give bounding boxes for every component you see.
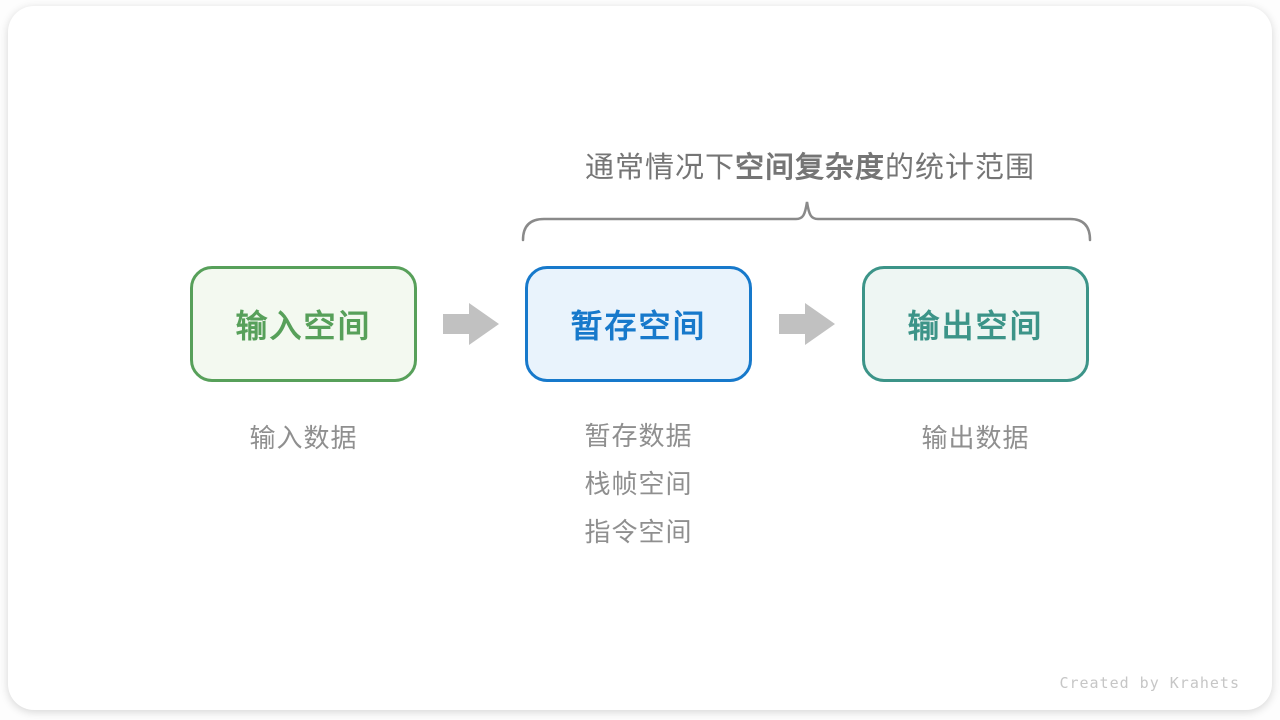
arrow-right-icon xyxy=(443,303,499,345)
title-prefix: 通常情况下 xyxy=(584,152,735,184)
label-instruction-space: 指令空间 xyxy=(584,517,693,547)
box-temp-space-label: 暂存空间 xyxy=(570,308,707,344)
title-suffix: 的统计范围 xyxy=(885,152,1036,184)
label-output-data: 输出数据 xyxy=(921,423,1030,453)
label-temp-list: 暂存数据 栈帧空间 指令空间 xyxy=(525,412,752,556)
box-temp-space: 暂存空间 xyxy=(525,266,752,382)
scope-brace xyxy=(521,201,1092,242)
credit-text: Created by Krahets xyxy=(1059,674,1240,692)
diagram-title: 通常情况下空间复杂度的统计范围 xyxy=(520,144,1100,186)
box-input-space: 输入空间 xyxy=(190,266,417,382)
label-stack-frame-space: 栈帧空间 xyxy=(584,469,693,499)
title-bold-term: 空间复杂度 xyxy=(734,152,885,184)
box-output-space-label: 输出空间 xyxy=(907,308,1044,344)
arrow-right-icon xyxy=(779,303,835,345)
box-output-space: 输出空间 xyxy=(862,266,1089,382)
label-input-data: 输入数据 xyxy=(249,423,358,453)
label-temp-data: 暂存数据 xyxy=(584,421,693,451)
box-input-space-label: 输入空间 xyxy=(235,308,372,344)
